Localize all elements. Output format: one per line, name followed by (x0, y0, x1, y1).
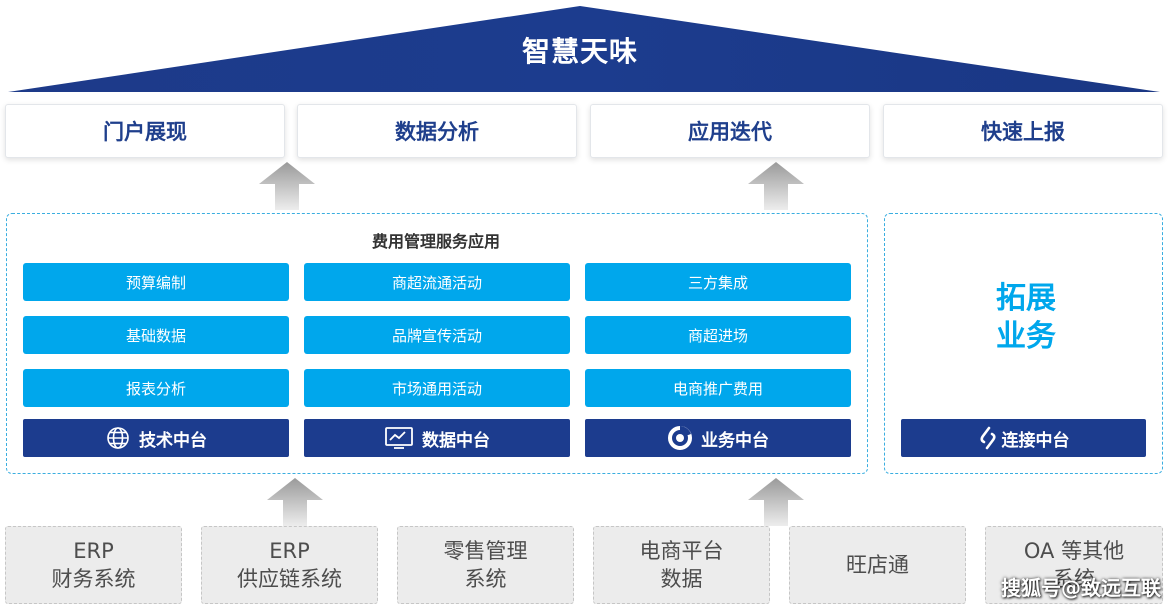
source-wangdiantong: 旺店通 (789, 526, 966, 604)
source-line2: 系统 (1053, 567, 1095, 591)
platform-business: 业务中台 (585, 419, 851, 457)
source-line1: 电商平台 (639, 539, 724, 563)
source-line2: 供应链系统 (237, 567, 342, 591)
source-erp-supply: ERP 供应链系统 (201, 526, 378, 604)
top-box-data-analysis: 数据分析 (297, 104, 577, 158)
source-line2: 数据 (660, 567, 703, 591)
item-store-entry: 商超进场 (585, 316, 851, 354)
source-ecommerce: 电商平台 数据 (593, 526, 770, 604)
link-icon (978, 425, 998, 451)
up-arrow-icon (748, 162, 804, 210)
platform-tech-label: 技术中台 (139, 430, 207, 451)
pie-chart-icon (667, 425, 693, 451)
platform-business-label: 业务中台 (701, 430, 769, 451)
item-budget: 预算编制 (23, 263, 289, 301)
source-line1: OA 等其他 (1023, 539, 1125, 563)
expand-title-line2: 业务 (996, 319, 1056, 354)
source-line1: 零售管理 (443, 539, 528, 563)
top-box-quick-report: 快速上报 (883, 104, 1163, 158)
up-arrow-icon (748, 478, 804, 526)
item-ecommerce-fee: 电商推广费用 (585, 369, 851, 407)
source-oa-other: OA 等其他 系统 (985, 526, 1163, 604)
expand-panel-title: 拓展 业务 (886, 280, 1166, 356)
source-line1: ERP (73, 539, 114, 563)
expand-title-line1: 拓展 (996, 281, 1056, 316)
watermark: 搜狐号@致远互联 (1001, 576, 1161, 600)
item-market-activity: 市场通用活动 (304, 369, 570, 407)
platform-tech: 技术中台 (23, 419, 289, 457)
source-line1: 旺店通 (846, 553, 909, 577)
source-retail: 零售管理 系统 (397, 526, 574, 604)
up-arrow-icon (267, 478, 323, 526)
service-panel-title: 费用管理服务应用 (371, 232, 500, 251)
page-title: 智慧天味 (521, 35, 638, 68)
up-arrow-icon (259, 162, 315, 210)
top-box-portal: 门户展现 (5, 104, 285, 158)
platform-data: 数据中台 (304, 419, 570, 457)
item-brand-activity: 品牌宣传活动 (304, 316, 570, 354)
top-box-app-iteration: 应用迭代 (590, 104, 870, 158)
item-third-party: 三方集成 (585, 263, 851, 301)
globe-icon (105, 425, 131, 451)
source-line1: ERP (269, 539, 310, 563)
roof-banner (8, 6, 1160, 92)
platform-data-label: 数据中台 (422, 430, 490, 451)
item-retail-activity: 商超流通活动 (304, 263, 570, 301)
source-erp-finance: ERP 财务系统 (5, 526, 182, 604)
platform-connect-label: 连接中台 (1001, 430, 1070, 451)
item-report-analysis: 报表分析 (23, 369, 289, 407)
source-line2: 系统 (464, 567, 507, 591)
data-screen-icon (384, 426, 414, 450)
source-line2: 财务系统 (51, 567, 136, 591)
item-base-data: 基础数据 (23, 316, 289, 354)
platform-connect: 连接中台 (901, 419, 1146, 457)
